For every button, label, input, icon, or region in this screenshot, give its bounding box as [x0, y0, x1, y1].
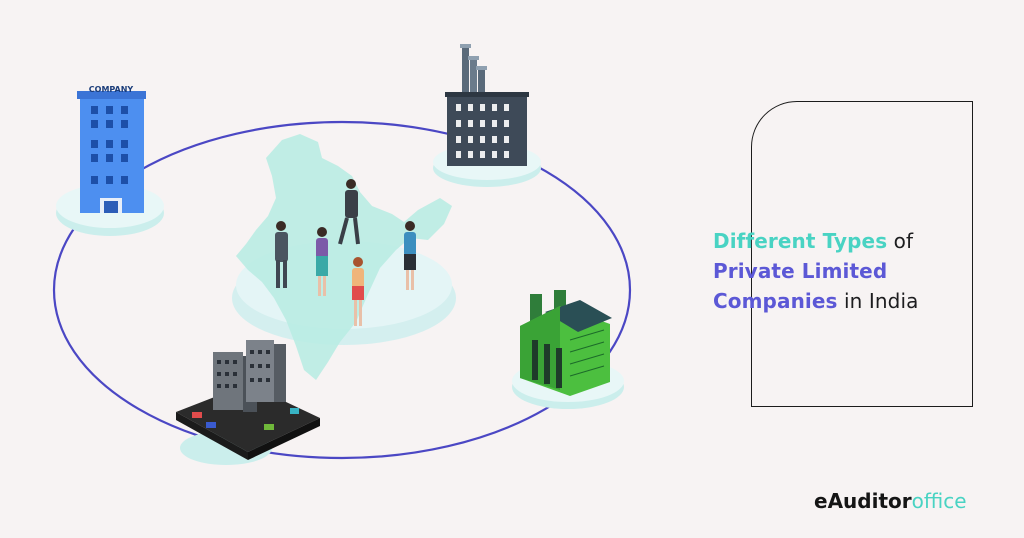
person-3 — [338, 179, 360, 245]
orbit-ring — [52, 120, 632, 460]
brand-logo-prefix: eAuditor — [814, 489, 912, 513]
headline-line-2: Private Limited — [713, 259, 888, 283]
person-4 — [352, 257, 364, 326]
city-block — [176, 340, 320, 465]
title-frame — [751, 101, 973, 407]
headline-line-3: Companies in India — [713, 289, 919, 313]
person-1 — [275, 221, 288, 288]
business-people — [275, 179, 416, 326]
india-platform — [232, 134, 456, 380]
green-energy-factory — [512, 290, 624, 409]
person-5 — [404, 221, 416, 290]
factory-building — [433, 44, 541, 187]
company-sign: COMPANY — [89, 85, 134, 94]
headline: Different Types of Private Limited Compa… — [713, 226, 1013, 316]
brand-logo: eAuditoroffice — [814, 489, 967, 513]
person-2 — [316, 227, 328, 296]
company-building: COMPANY — [56, 85, 164, 236]
brand-logo-suffix: office — [911, 489, 967, 513]
india-map — [236, 134, 452, 380]
headline-line-1: Different Types of — [713, 229, 914, 253]
